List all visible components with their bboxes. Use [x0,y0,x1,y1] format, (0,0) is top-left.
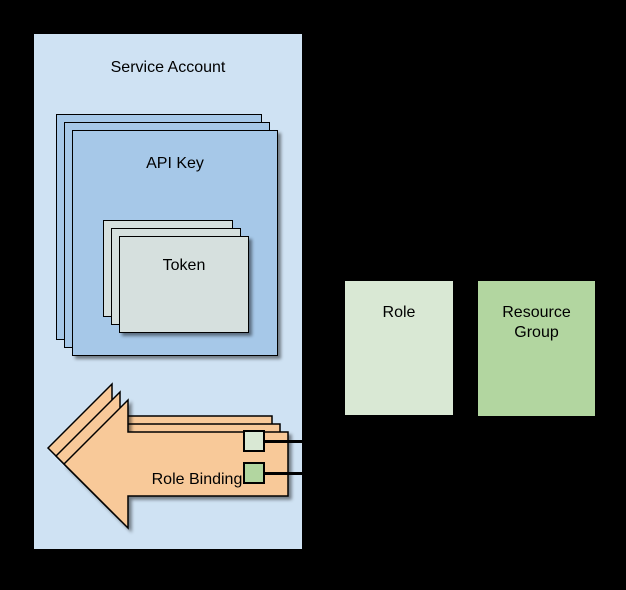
resource-group-connector-square[interactable] [243,462,265,484]
role-connector-wire [265,440,302,443]
role-label: Role [382,304,416,321]
api-key-label: API Key [146,155,204,172]
token-label: Token [162,257,206,274]
resource-group-connector-wire [265,472,302,475]
token-card-front[interactable]: Token [119,236,249,333]
role-binding-arrow-front[interactable]: Role Binding [62,384,289,544]
role-connector-square[interactable] [243,430,265,452]
arrow-shape [62,398,289,530]
role-binding-label: Role Binding [151,471,243,488]
role-box[interactable]: Role [345,281,453,415]
service-account-label: Service Account [110,59,226,76]
resource-group-label: Resource Group [502,304,571,341]
resource-group-box[interactable]: Resource Group [478,281,595,416]
